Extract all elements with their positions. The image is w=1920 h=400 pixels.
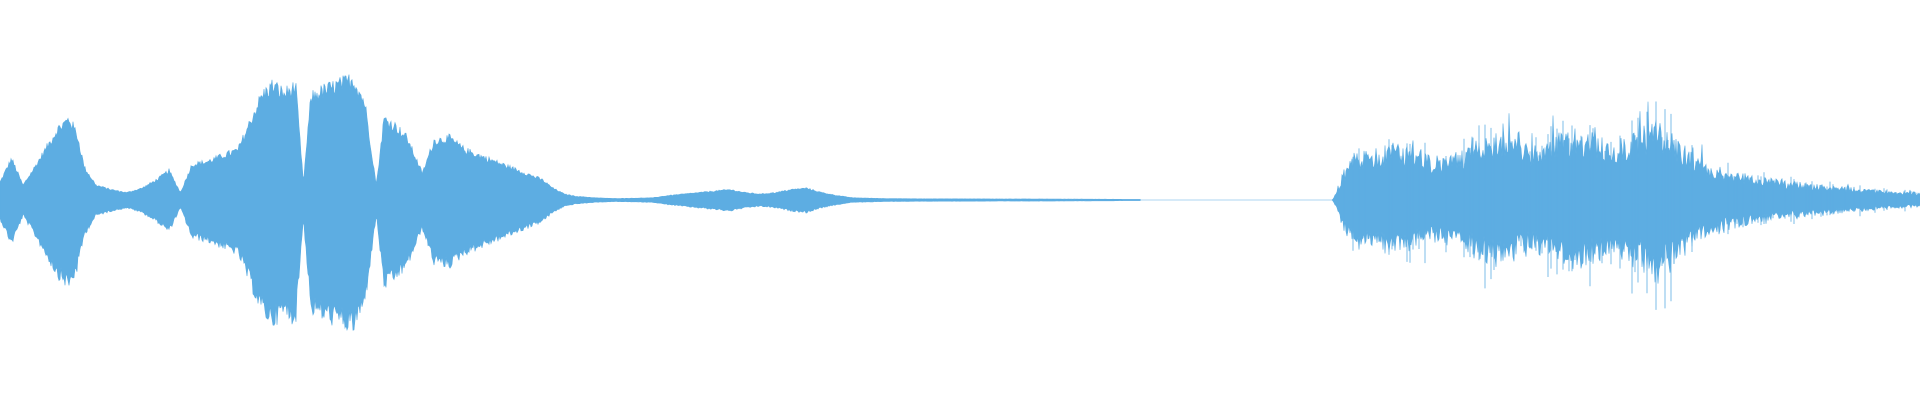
waveform-bars [0,74,1920,331]
